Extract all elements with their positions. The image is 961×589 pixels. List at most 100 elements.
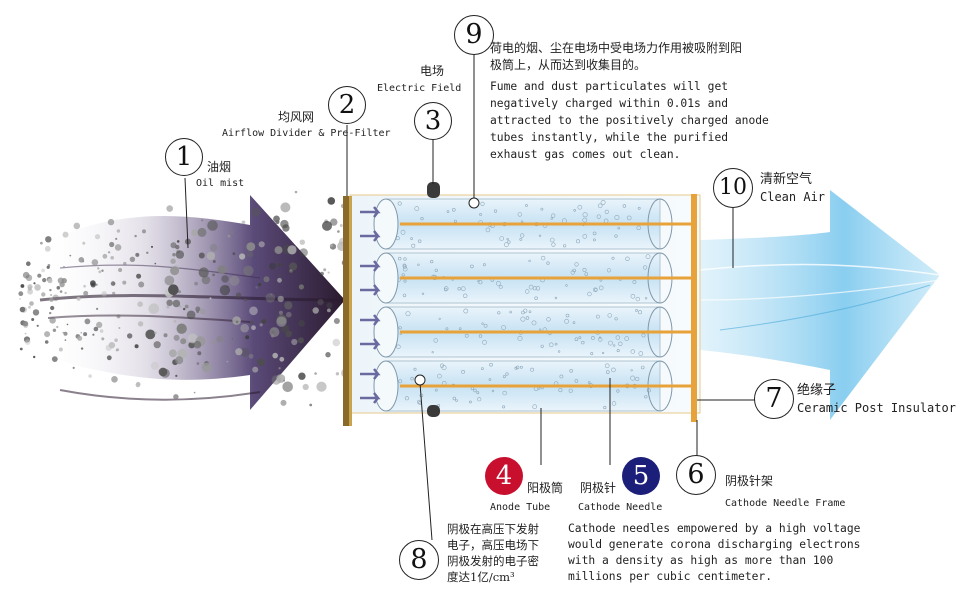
particle: [212, 340, 216, 344]
particle: [218, 265, 227, 274]
particle: [183, 308, 185, 310]
label-1-zh: 油烟: [207, 160, 231, 175]
particle: [69, 255, 71, 257]
particle: [64, 332, 68, 336]
particle: [135, 344, 139, 348]
particle: [257, 243, 259, 245]
particle: [175, 356, 183, 364]
particle: [252, 208, 261, 217]
particle: [37, 274, 41, 278]
particle: [250, 321, 254, 325]
particle: [278, 367, 280, 369]
particle: [216, 336, 223, 343]
particle: [166, 300, 172, 306]
particle: [264, 276, 270, 282]
particle: [50, 294, 52, 296]
particle: [49, 289, 51, 291]
badge-2: 2: [328, 86, 366, 124]
particle: [117, 314, 121, 318]
particle: [19, 298, 21, 300]
particle: [282, 382, 293, 393]
label-7-zh: 绝缘子: [797, 383, 836, 399]
particle: [21, 284, 25, 288]
particle: [322, 221, 332, 231]
particle: [299, 248, 308, 257]
top-insulator: [427, 182, 440, 198]
particle: [83, 291, 88, 296]
particle: [212, 274, 215, 277]
particle: [278, 296, 284, 302]
particle: [33, 309, 39, 315]
particle: [108, 219, 114, 225]
particle: [266, 293, 276, 303]
particle: [26, 275, 32, 281]
particle: [303, 384, 309, 390]
particle: [235, 348, 242, 355]
particle: [107, 355, 112, 360]
label-9-en-line-3: attracted to the positively charged anod…: [490, 112, 769, 129]
label-9-zh: 荷电的烟、尘在电场中受电场力作用被吸附到阳 极筒上，从而达到收集目的。: [490, 40, 742, 74]
particle: [207, 220, 218, 231]
particle: [330, 244, 333, 247]
particle: [111, 376, 118, 383]
particle: [154, 332, 157, 335]
pre-filter-edge: [349, 196, 352, 426]
particle: [284, 301, 292, 309]
label-9-en-line-1: Fume and dust particulates will get: [490, 78, 769, 95]
particle: [45, 236, 51, 242]
badge-1: 1: [165, 138, 203, 176]
label-8-en-line-1: Cathode needles empowered by a high volt…: [568, 521, 860, 537]
particle: [96, 308, 98, 310]
label-2-zh: 均风网: [278, 110, 314, 125]
particle: [277, 278, 282, 283]
particle: [166, 305, 169, 308]
particle: [261, 319, 266, 324]
particle: [149, 303, 160, 314]
particle: [232, 316, 241, 325]
particle: [77, 336, 82, 341]
label-4-zh: 阳极筒: [527, 481, 563, 496]
particle: [236, 293, 241, 298]
particle: [98, 270, 101, 273]
label-6-en: Cathode Needle Frame: [725, 498, 845, 511]
particle: [173, 300, 181, 308]
particle: [199, 267, 209, 277]
particle: [59, 348, 63, 352]
particle: [53, 329, 56, 332]
label-10-en: Clean Air: [760, 190, 825, 205]
label-1-en: Oil mist: [196, 178, 244, 191]
particle: [272, 353, 278, 359]
particle: [172, 253, 175, 256]
particle: [260, 323, 263, 326]
particle: [252, 367, 258, 373]
badge-10: 10: [713, 168, 753, 208]
label-8-zh-line-4: 度达1亿/cm³: [447, 569, 539, 585]
particle: [213, 260, 216, 263]
particle: [85, 319, 91, 325]
particle: [171, 242, 177, 248]
particle: [187, 311, 196, 320]
particle: [48, 264, 51, 267]
particle: [34, 284, 41, 291]
particle: [67, 324, 69, 326]
label-6-zh: 阴极针架: [725, 474, 773, 489]
particle: [25, 339, 31, 345]
label-8-zh-line-3: 阴极发射的电子密: [447, 553, 539, 569]
particle: [210, 297, 212, 299]
particle: [276, 374, 285, 383]
particle: [242, 221, 246, 225]
particle: [117, 229, 120, 232]
particle: [281, 400, 287, 406]
particle: [118, 268, 122, 272]
label-8-zh: 阴极在高压下发射 电子，高压电场下 阴极发射的电子密 度达1亿/cm³: [447, 521, 539, 585]
particle: [295, 191, 298, 194]
particle: [177, 240, 180, 243]
particle: [255, 286, 258, 289]
particle: [138, 321, 143, 326]
particle: [155, 263, 157, 265]
particle: [103, 254, 108, 259]
particle: [45, 340, 49, 344]
particle: [257, 358, 265, 366]
badge-3: 3: [414, 102, 452, 140]
particle: [239, 253, 245, 259]
